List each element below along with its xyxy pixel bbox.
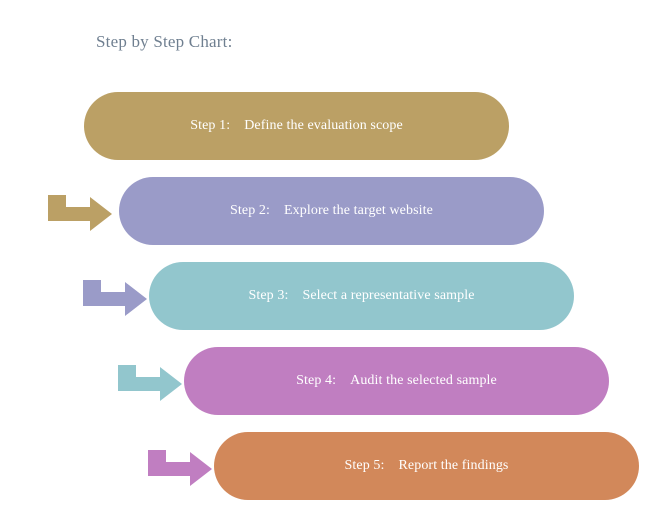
step-text-1: Define the evaluation scope	[244, 118, 403, 133]
page-title: Step by Step Chart:	[96, 32, 233, 51]
elbow-arrow-icon-2	[81, 278, 149, 320]
step-label-2: Step 2: Explore the target website	[230, 203, 433, 219]
elbow-arrow-icon-3	[116, 363, 184, 405]
step-number-4: Step 4:	[296, 373, 337, 388]
step-text-4: Audit the selected sample	[350, 373, 497, 388]
step-row-3: Step 3: Select a representative sample	[149, 262, 574, 330]
step-row-1: Step 1: Define the evaluation scope	[84, 92, 509, 160]
step-row-2: Step 2: Explore the target website	[119, 177, 544, 245]
step-number-5: Step 5:	[344, 458, 385, 473]
step-row-4: Step 4: Audit the selected sample	[184, 347, 609, 415]
elbow-arrow-icon-1	[46, 193, 114, 235]
step-number-3: Step 3:	[248, 288, 289, 303]
step-bar-3[interactable]: Step 3: Select a representative sample	[149, 262, 574, 330]
step-bar-4[interactable]: Step 4: Audit the selected sample	[184, 347, 609, 415]
step-bar-5[interactable]: Step 5: Report the findings	[214, 432, 639, 500]
step-bar-2[interactable]: Step 2: Explore the target website	[119, 177, 544, 245]
step-text-5: Report the findings	[398, 458, 509, 473]
step-number-2: Step 2:	[230, 203, 271, 218]
step-label-3: Step 3: Select a representative sample	[248, 288, 474, 304]
step-number-1: Step 1:	[190, 118, 231, 133]
step-label-5: Step 5: Report the findings	[345, 458, 509, 474]
elbow-arrow-icon-4	[146, 448, 214, 490]
step-row-5: Step 5: Report the findings	[214, 432, 639, 500]
step-label-1: Step 1: Define the evaluation scope	[190, 118, 403, 134]
step-text-2: Explore the target website	[284, 203, 433, 218]
step-text-3: Select a representative sample	[302, 288, 475, 303]
step-label-4: Step 4: Audit the selected sample	[296, 373, 497, 389]
step-bar-1[interactable]: Step 1: Define the evaluation scope	[84, 92, 509, 160]
